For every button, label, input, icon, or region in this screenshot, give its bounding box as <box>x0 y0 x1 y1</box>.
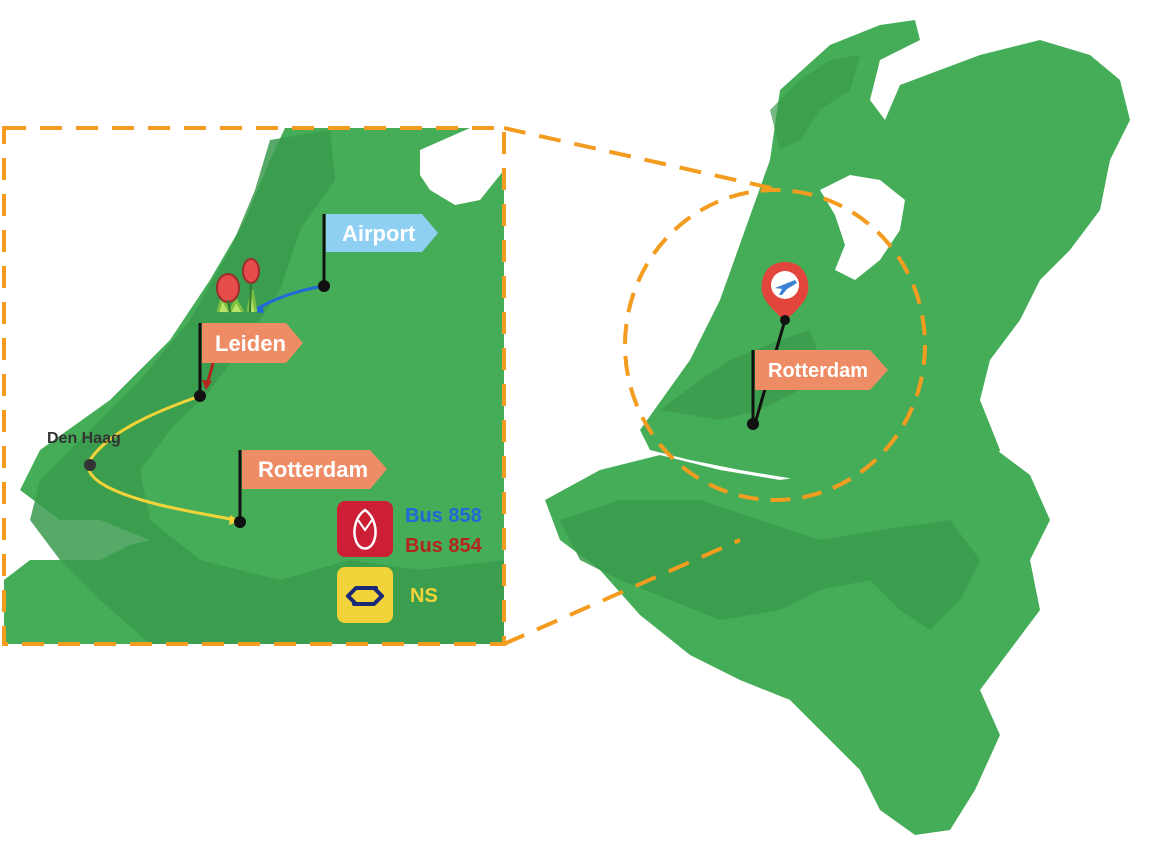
airplane-icon <box>775 280 797 295</box>
legend-ns: NS <box>410 585 438 607</box>
zoom-region-circle <box>623 188 927 502</box>
legend: Bus 858 Bus 854 NS <box>337 501 483 623</box>
ns-arrows-icon <box>346 586 384 606</box>
den-haag-label: Den Haag <box>47 430 121 447</box>
route-ns <box>86 394 237 522</box>
rotterdam-flag-main[interactable]: Rotterdam <box>751 350 888 424</box>
den-haag-marker[interactable]: Den Haag <box>47 430 121 471</box>
inset-map <box>4 128 504 644</box>
inset-frame <box>2 126 506 646</box>
rotterdam-flag-inset[interactable]: Rotterdam <box>234 450 387 528</box>
leiden-flag[interactable]: Leiden <box>194 323 303 402</box>
inset-water-top <box>420 128 504 205</box>
airport-label: Airport <box>342 221 416 246</box>
land-relief <box>560 500 980 630</box>
legend-bus854: Bus 854 <box>405 535 483 557</box>
land-relief-3 <box>770 55 860 150</box>
ns-logo-icon <box>337 567 393 623</box>
legend-bus858: Bus 858 <box>405 505 482 527</box>
zoom-connectors <box>503 126 781 646</box>
leiden-label: Leiden <box>215 331 286 356</box>
rotterdam-label-main: Rotterdam <box>768 360 868 382</box>
airport-flag[interactable]: Airport <box>318 214 438 292</box>
inset-relief <box>30 130 504 644</box>
tulip-logo-icon <box>353 508 377 550</box>
tulip-icon <box>216 258 260 313</box>
netherlands-map <box>545 20 1130 835</box>
inland-water <box>820 175 905 280</box>
rotterdam-label-inset: Rotterdam <box>258 457 368 482</box>
